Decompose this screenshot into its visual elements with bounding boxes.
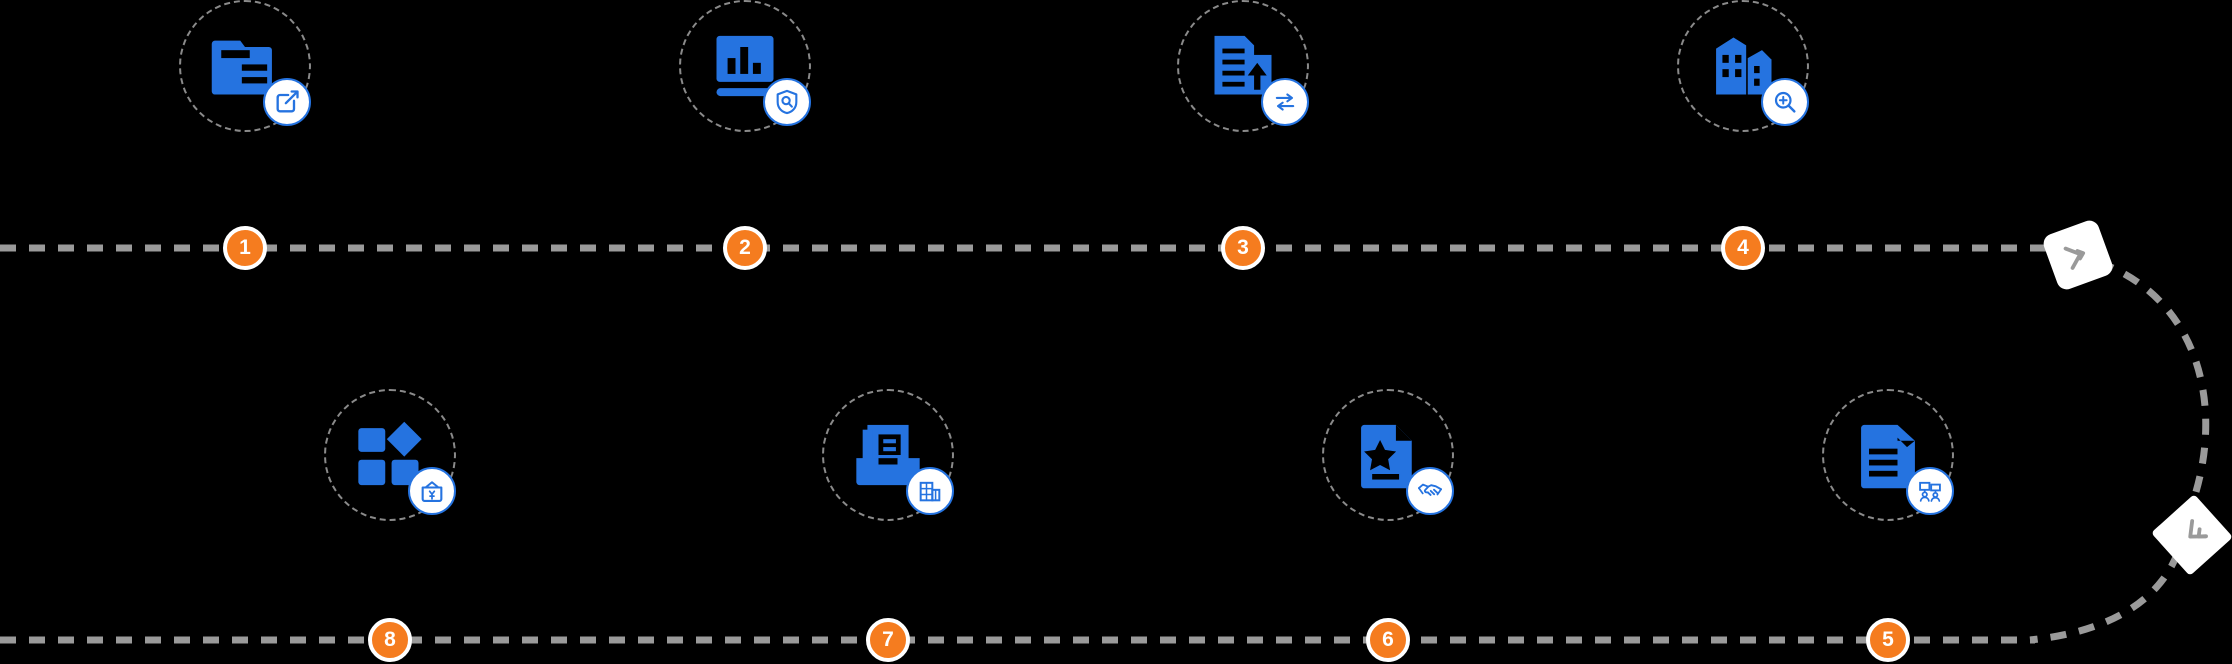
node-dashed-ring	[1322, 389, 1454, 521]
node-dashed-ring	[1177, 0, 1309, 132]
flow-node-5[interactable]	[1822, 389, 1954, 521]
step-marker-6[interactable]: 6	[1366, 618, 1410, 662]
badge-money-wallet[interactable]	[408, 467, 456, 515]
step-marker-8[interactable]: 8	[368, 618, 412, 662]
node-dashed-ring	[822, 389, 954, 521]
folder-document-icon	[211, 40, 272, 95]
flow-node-6[interactable]	[1322, 389, 1454, 521]
exchange-arrows-icon	[1275, 93, 1295, 111]
step-marker-1[interactable]: 1	[223, 226, 267, 270]
flow-node-4[interactable]	[1677, 0, 1809, 132]
right-turn-connector	[2096, 258, 2210, 522]
certificate-star-icon	[1361, 424, 1412, 489]
archive-tray-icon	[856, 424, 920, 486]
badge-edit-square[interactable]	[263, 78, 311, 126]
edit-square-icon	[276, 90, 299, 113]
badge-handshake[interactable]	[1406, 467, 1454, 515]
flow-node-1[interactable]	[179, 0, 311, 132]
chevron-turn-bottom	[2151, 494, 2232, 576]
double-chevron-right-icon	[2063, 246, 2086, 270]
badge-exchange-arrows[interactable]	[1261, 78, 1309, 126]
city-buildings-icon	[1716, 37, 1772, 95]
node-dashed-ring	[679, 0, 811, 132]
badge-presentation-meeting[interactable]	[1906, 467, 1954, 515]
money-wallet-icon	[421, 481, 443, 502]
node-dashed-ring	[324, 389, 456, 521]
category-grid-icon	[358, 421, 422, 486]
magnifier-plus-icon	[1774, 91, 1796, 113]
step-marker-7[interactable]: 7	[866, 618, 910, 662]
flow-node-3[interactable]	[1177, 0, 1309, 132]
flow-node-7[interactable]	[822, 389, 954, 521]
bottom-turn-connector	[2029, 550, 2182, 644]
badge-magnifier-plus[interactable]	[1761, 78, 1809, 126]
document-lines-icon	[1861, 424, 1915, 489]
node-dashed-ring	[1822, 389, 1954, 521]
presentation-meeting-icon	[1919, 481, 1941, 502]
node-dashed-ring	[179, 0, 311, 132]
flow-node-8[interactable]	[324, 389, 456, 521]
badge-office-building[interactable]	[906, 467, 954, 515]
handshake-icon	[1417, 483, 1443, 496]
bar-chart-report-icon	[716, 35, 774, 97]
office-building-icon	[919, 481, 941, 502]
badge-shield-search[interactable]	[763, 78, 811, 126]
step-marker-5[interactable]: 5	[1866, 618, 1910, 662]
flow-node-2[interactable]	[679, 0, 811, 132]
step-marker-4[interactable]: 4	[1721, 226, 1765, 270]
step-marker-2[interactable]: 2	[723, 226, 767, 270]
chevron-turn-top	[2040, 217, 2116, 293]
double-chevron-down-left-icon	[2188, 519, 2208, 539]
step-marker-3[interactable]: 3	[1221, 226, 1265, 270]
shield-search-icon	[776, 89, 798, 115]
node-dashed-ring	[1677, 0, 1809, 132]
